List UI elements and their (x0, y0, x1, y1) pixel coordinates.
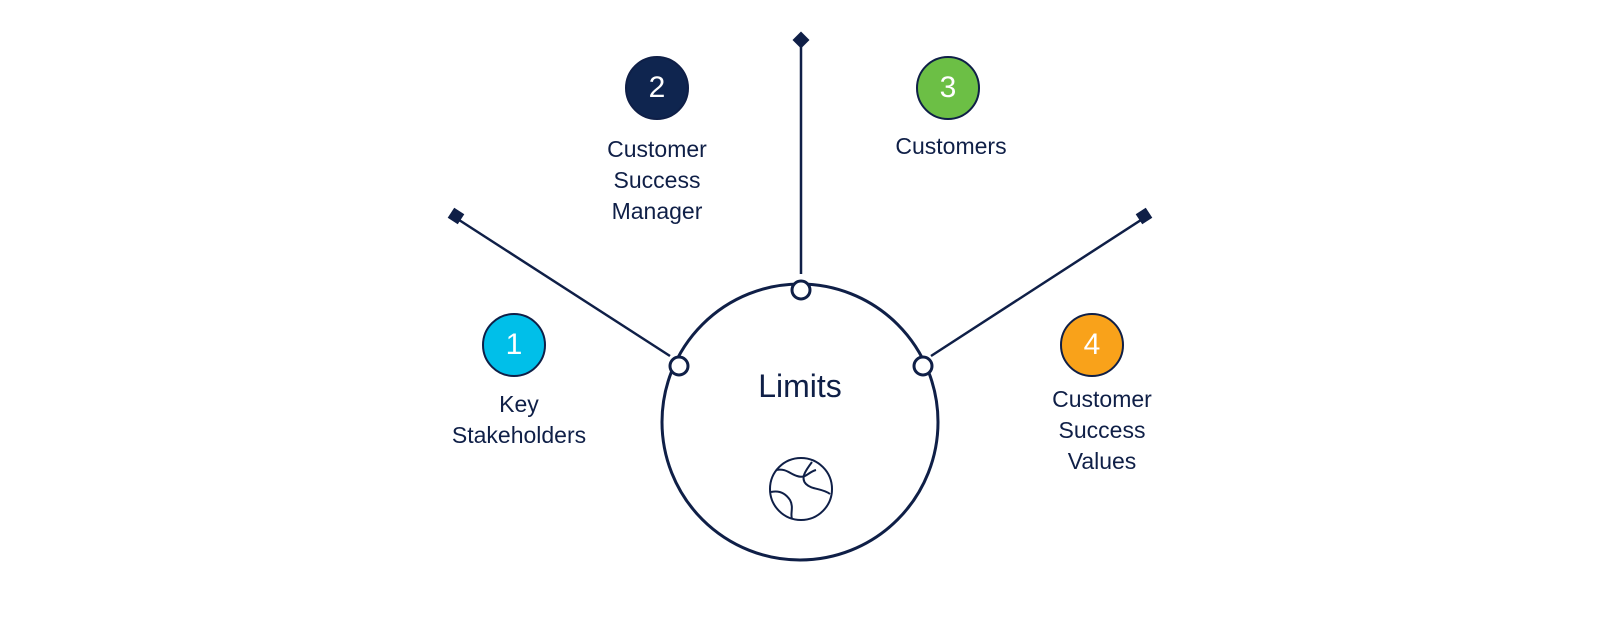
step-2-number: 2 (648, 71, 666, 104)
step-4-label: Customer Success Values (1052, 386, 1152, 474)
step-3-label: Customers (895, 133, 1007, 159)
center-title: Limits (758, 368, 842, 404)
step-4-badge: 4 (1060, 313, 1124, 377)
marker-left (447, 207, 465, 225)
step-1-label: Key Stakeholders (451, 391, 587, 448)
center-circle (660, 282, 940, 562)
node-left (668, 355, 690, 377)
node-top (790, 279, 812, 301)
step-2-label: Customer Success Manager (607, 136, 707, 224)
connector-left (455, 216, 671, 358)
node-right (912, 355, 934, 377)
step-1-number: 1 (505, 328, 523, 361)
step-1-badge: 1 (482, 313, 546, 377)
step-4-number: 4 (1083, 328, 1101, 361)
step-3-badge: 3 (916, 56, 980, 120)
connector-right (930, 216, 1145, 358)
step-2-badge: 2 (625, 56, 689, 120)
globe-icon (769, 457, 833, 521)
step-3-number: 3 (939, 71, 957, 104)
marker-right (1135, 207, 1153, 225)
marker-top (792, 31, 810, 49)
